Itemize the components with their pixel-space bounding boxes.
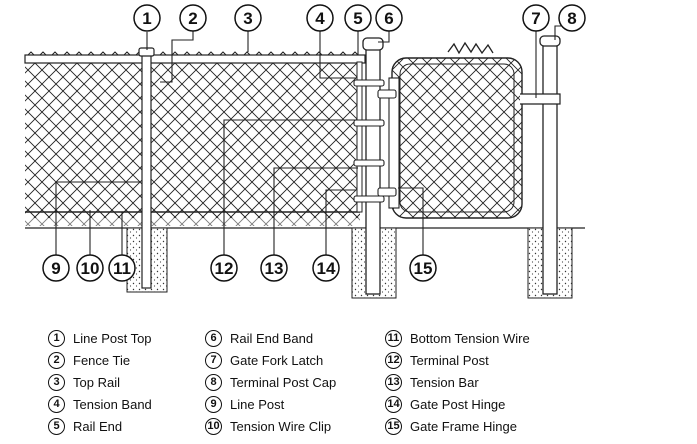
leader-lines bbox=[55, 25, 572, 258]
svg-text:9: 9 bbox=[51, 259, 60, 278]
callout-13: 13 bbox=[260, 254, 288, 282]
svg-text:12: 12 bbox=[215, 259, 234, 278]
callout-2: 2 bbox=[179, 4, 207, 32]
svg-text:2: 2 bbox=[188, 9, 197, 28]
callouts: 1 2 3 4 5 6 7 8 9 10 11 12 13 14 15 bbox=[42, 4, 586, 282]
line-post bbox=[141, 51, 152, 289]
tension-bar bbox=[356, 61, 363, 213]
svg-text:4: 4 bbox=[315, 9, 325, 28]
callout-9: 9 bbox=[42, 254, 70, 282]
svg-text:5: 5 bbox=[353, 9, 362, 28]
svg-text:11: 11 bbox=[113, 259, 131, 278]
svg-text:8: 8 bbox=[567, 9, 576, 28]
svg-text:14: 14 bbox=[317, 259, 336, 278]
callout-4: 4 bbox=[306, 4, 334, 32]
gate-fork-latch bbox=[520, 93, 561, 105]
top-rail bbox=[24, 54, 366, 64]
callout-6: 6 bbox=[375, 4, 403, 32]
terminal-post-cap-left bbox=[362, 37, 384, 51]
svg-text:15: 15 bbox=[414, 259, 433, 278]
gate bbox=[388, 41, 523, 219]
callout-12: 12 bbox=[210, 254, 238, 282]
callout-7: 7 bbox=[522, 4, 550, 32]
callout-11: 11 bbox=[108, 254, 136, 282]
callout-15: 15 bbox=[409, 254, 437, 282]
callout-10: 10 bbox=[76, 254, 104, 282]
callout-5: 5 bbox=[344, 4, 372, 32]
svg-text:10: 10 bbox=[81, 259, 100, 278]
callout-1: 1 bbox=[133, 4, 161, 32]
svg-text:6: 6 bbox=[384, 9, 393, 28]
gate-post bbox=[542, 43, 558, 295]
svg-text:7: 7 bbox=[531, 9, 540, 28]
svg-text:3: 3 bbox=[243, 9, 252, 28]
callout-3: 3 bbox=[234, 4, 262, 32]
callout-14: 14 bbox=[312, 254, 340, 282]
gate-hinges bbox=[377, 89, 397, 197]
fence-mesh bbox=[24, 51, 362, 226]
tension-bands bbox=[353, 79, 385, 203]
callout-8: 8 bbox=[558, 4, 586, 32]
svg-text:13: 13 bbox=[265, 259, 284, 278]
svg-text:1: 1 bbox=[142, 9, 151, 28]
terminal-post-cap-right bbox=[539, 35, 561, 47]
